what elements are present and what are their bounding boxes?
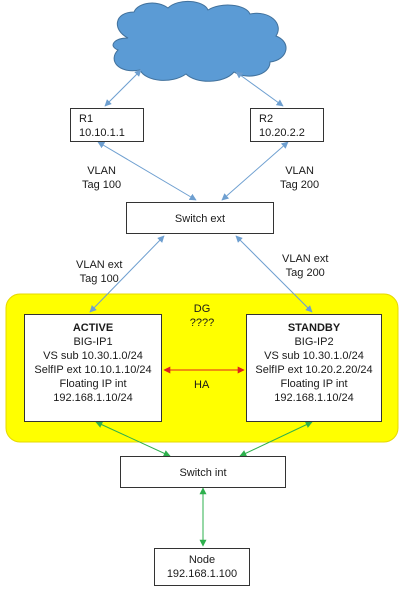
active-bigip: ACTIVE BIG-IP1 VS sub 10.30.1.0/24 SelfI… <box>24 314 162 422</box>
vlan-r2-line1: VLAN <box>285 165 314 177</box>
vlan-ext-right-line1: VLAN ext <box>282 253 329 265</box>
vlan-ext-left-label: VLAN ext Tag 100 <box>76 258 122 286</box>
active-name: BIG-IP1 <box>73 336 113 348</box>
cloud-icon <box>112 1 287 82</box>
node-ip: 192.168.1.100 <box>166 568 238 580</box>
node: Node 192.168.1.100 <box>154 548 250 586</box>
standby-floating: Floating IP int <box>280 378 348 390</box>
switch-ext: Switch ext <box>126 202 274 234</box>
r2-ip: 10.20.2.2 <box>259 127 305 139</box>
active-title: ACTIVE <box>72 322 114 334</box>
r1-name: R1 <box>79 113 94 125</box>
link-switch-ext-active <box>89 235 165 313</box>
dg-line1: DG <box>193 303 211 315</box>
standby-name: BIG-IP2 <box>294 336 334 348</box>
standby-bigip: STANDBY BIG-IP2 VS sub 10.30.1.0/24 Self… <box>246 314 382 422</box>
vlan-ext-right-line2: Tag 200 <box>285 267 325 279</box>
vlan-r2-line2: Tag 200 <box>280 179 320 191</box>
link-switch-ext-standby <box>235 235 313 313</box>
vlan-ext-left-line2: Tag 100 <box>79 273 119 285</box>
node-name: Node <box>188 554 216 566</box>
standby-selfip: SelfIP ext 10.20.2.20/24 <box>255 364 373 376</box>
vlan-ext-left-line1: VLAN ext <box>76 259 123 271</box>
vlan-r1-line1: VLAN <box>87 165 116 177</box>
ha-text: HA <box>194 379 210 391</box>
active-vs: VS sub 10.30.1.0/24 <box>43 350 143 362</box>
link-active-switch-int <box>95 421 171 457</box>
router-r1: R1 10.10.1.1 <box>70 108 144 142</box>
vlan-r1-line2: Tag 100 <box>82 179 122 191</box>
link-r2-switch-ext <box>221 141 289 201</box>
router-r2: R2 10.20.2.2 <box>250 108 324 142</box>
link-r1-switch-ext <box>97 141 197 201</box>
active-floating-ip: 192.168.1.10/24 <box>53 392 133 404</box>
switch-int: Switch int <box>120 456 286 488</box>
r1-ip: 10.10.1.1 <box>79 127 125 139</box>
dg-line2: ???? <box>189 317 215 329</box>
active-floating: Floating IP int <box>59 378 127 390</box>
vlan-r1-label: VLAN Tag 100 <box>82 164 121 192</box>
standby-title: STANDBY <box>287 322 341 334</box>
link-standby-switch-int <box>239 421 313 457</box>
r2-name: R2 <box>259 113 274 125</box>
vlan-r2-label: VLAN Tag 200 <box>280 164 319 192</box>
standby-vs: VS sub 10.30.1.0/24 <box>264 350 364 362</box>
link-cloud-r1 <box>104 69 142 107</box>
link-cloud-r2 <box>235 71 284 107</box>
vlan-ext-right-label: VLAN ext Tag 200 <box>282 252 328 280</box>
dg-label: DG ???? <box>184 302 220 330</box>
switch-ext-label: Switch ext <box>174 213 226 225</box>
active-selfip: SelfIP ext 10.10.1.10/24 <box>34 364 152 376</box>
standby-floating-ip: 192.168.1.10/24 <box>274 392 354 404</box>
ha-label: HA <box>194 378 209 392</box>
switch-int-label: Switch int <box>179 467 227 479</box>
